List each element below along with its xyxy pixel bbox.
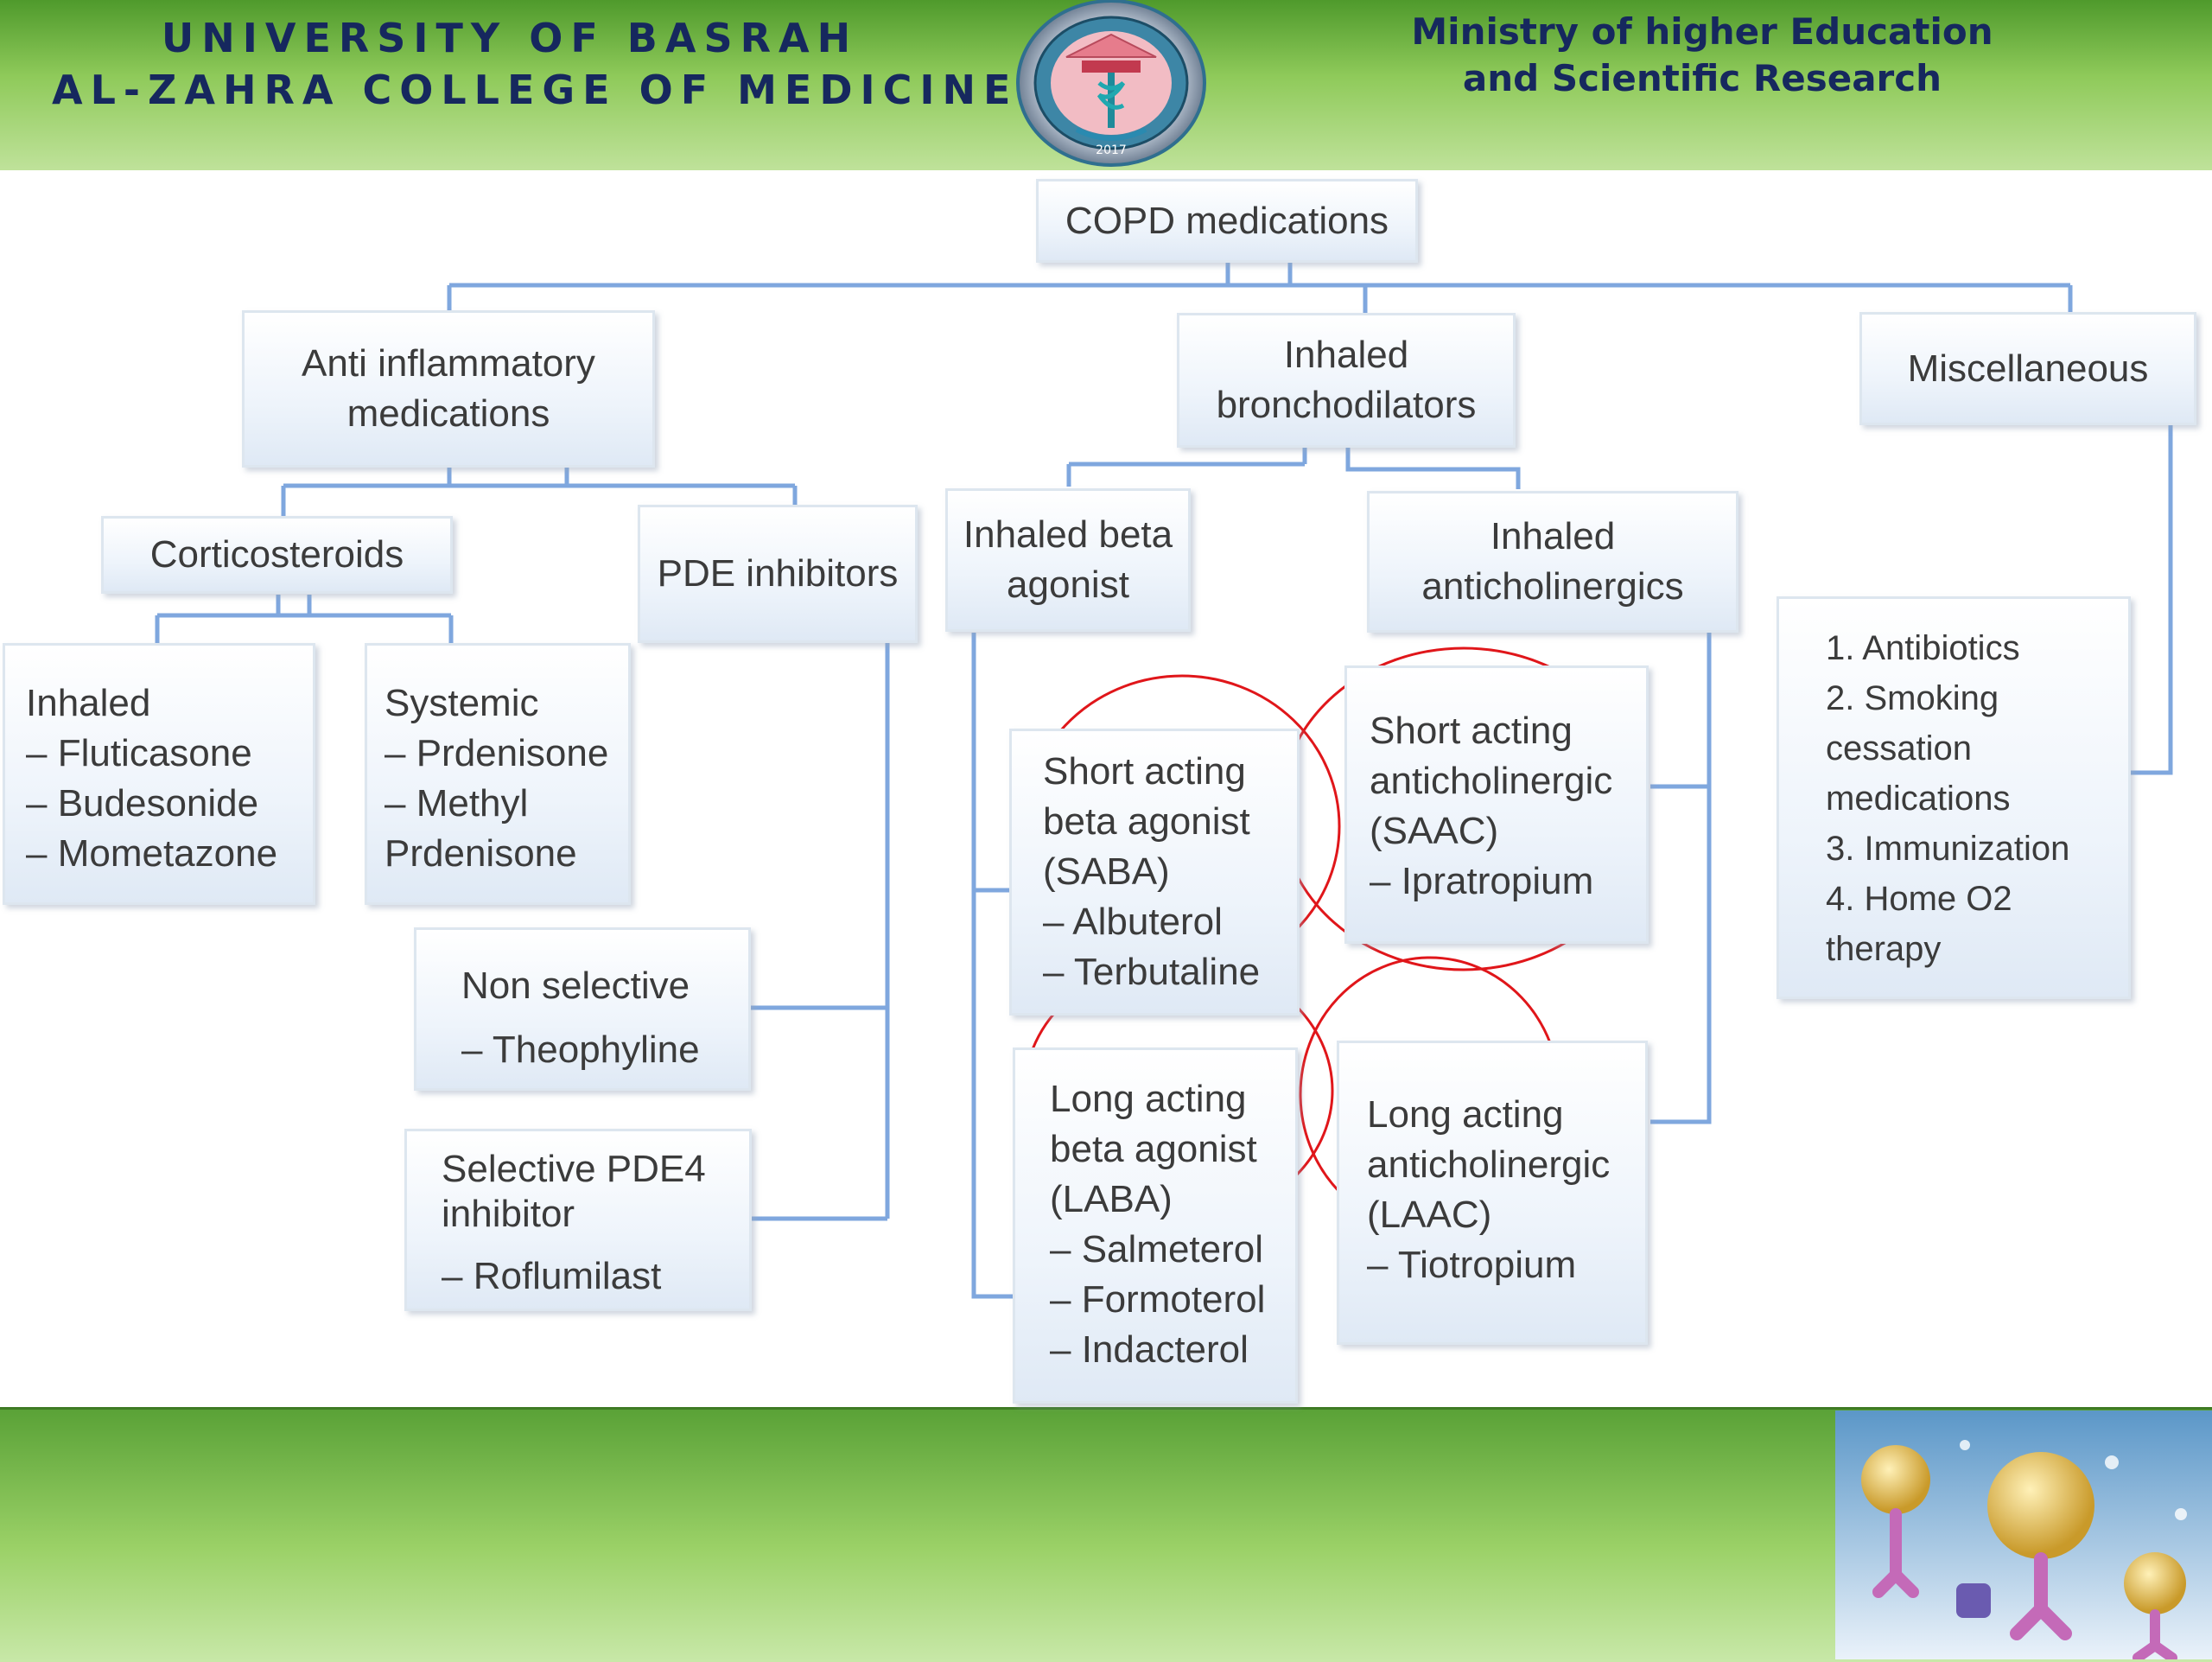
node-pde-inhibitors: PDE inhibitors	[638, 505, 918, 643]
misc-line-7: therapy	[1826, 930, 1942, 968]
laac-line-2: anticholinergic	[1367, 1143, 1611, 1186]
logo-year: 2017	[1096, 143, 1127, 157]
laba-line-4: – Salmeterol	[1050, 1228, 1264, 1270]
node-beta-agonist-line-2: agonist	[1007, 564, 1129, 606]
university-name: UNIVERSITY OF BASRAH AL-ZAHRA COLLEGE OF…	[52, 12, 1019, 116]
node-laac: Long acting anticholinergic (LAAC) – Tio…	[1337, 1041, 1648, 1345]
inhaled-steroids-line-2: – Fluticasone	[26, 732, 252, 774]
ministry-line-2: and Scientific Research	[1462, 57, 1942, 99]
node-anti-inflammatory-line-1: Anti inflammatory	[302, 342, 595, 385]
college-seal-logo: 2017	[1016, 0, 1206, 167]
laba-line-2: beta agonist	[1050, 1128, 1257, 1170]
systemic-steroids-line-3: – Methyl	[385, 782, 529, 825]
systemic-steroids-line-2: – Prdenisone	[385, 732, 609, 774]
node-inhaled-bronchodilators: Inhaled bronchodilators	[1177, 313, 1516, 448]
node-inhaled-steroids: Inhaled – Fluticasone – Budesonide – Mom…	[3, 643, 315, 905]
laac-line-1: Long acting	[1367, 1093, 1564, 1136]
node-systemic-steroids: Systemic – Prdenisone – Methyl Prdenison…	[365, 643, 631, 905]
university-line-2: AL-ZAHRA COLLEGE OF MEDICINE	[52, 67, 1019, 113]
liposome-illustration	[1835, 1410, 2212, 1659]
misc-line-5: 3. Immunization	[1826, 830, 2070, 868]
node-saba: Short acting beta agonist (SABA) – Albut…	[1009, 729, 1300, 1016]
non-selective-line-1: Non selective	[461, 965, 690, 1007]
node-anticholinergics-line-2: anticholinergics	[1421, 565, 1684, 608]
saba-line-2: beta agonist	[1043, 800, 1250, 843]
saba-line-4: – Albuterol	[1043, 901, 1223, 943]
node-misc-list: 1. Antibiotics 2. Smoking cessation medi…	[1777, 596, 2131, 999]
saba-line-3: (SABA)	[1043, 850, 1170, 893]
saba-line-1: Short acting	[1043, 750, 1246, 793]
saac-line-4: – Ipratropium	[1370, 860, 1594, 902]
node-inhaled-beta-agonist: Inhaled beta agonist	[945, 488, 1191, 632]
node-bronchodilators-line-2: bronchodilators	[1216, 384, 1477, 426]
saac-line-3: (SAAC)	[1370, 810, 1499, 852]
laac-line-4: – Tiotropium	[1367, 1244, 1577, 1286]
non-selective-line-2: – Theophyline	[461, 1028, 700, 1071]
node-anticholinergics-line-1: Inhaled	[1490, 515, 1616, 557]
node-laba: Long acting beta agonist (LABA) – Salmet…	[1013, 1048, 1298, 1404]
selective-pde4-line-2: inhibitor	[442, 1193, 575, 1235]
misc-line-3: cessation	[1826, 729, 1972, 767]
node-selective-pde4: Selective PDE4 inhibitor – Roflumilast	[404, 1129, 752, 1311]
selective-pde4-line-3: – Roflumilast	[442, 1255, 662, 1297]
node-anti-inflammatory: Anti inflammatory medications	[242, 310, 655, 468]
node-saac: Short acting anticholinergic (SAAC) – Ip…	[1344, 665, 1649, 944]
node-anti-inflammatory-line-2: medications	[346, 392, 550, 435]
systemic-steroids-line-1: Systemic	[385, 682, 539, 724]
systemic-steroids-line-4: Prdenisone	[385, 832, 577, 875]
misc-line-2: 2. Smoking	[1826, 679, 1999, 717]
node-non-selective: Non selective – Theophyline	[414, 927, 751, 1091]
ministry-line-1: Ministry of higher Education	[1411, 10, 1993, 53]
misc-line-4: medications	[1826, 780, 2011, 818]
saac-line-2: anticholinergic	[1370, 760, 1613, 802]
inhaled-steroids-line-3: – Budesonide	[26, 782, 259, 825]
node-beta-agonist-line-1: Inhaled beta	[963, 513, 1173, 556]
laba-line-1: Long acting	[1050, 1078, 1247, 1120]
laba-line-5: – Formoterol	[1050, 1278, 1266, 1321]
selective-pde4-line-1: Selective PDE4	[442, 1148, 706, 1190]
node-bronchodilators-line-1: Inhaled	[1283, 334, 1409, 376]
misc-line-6: 4. Home O2	[1826, 880, 2012, 918]
node-miscellaneous: Miscellaneous	[1859, 312, 2196, 425]
node-corticosteroids: Corticosteroids	[101, 516, 453, 594]
laac-line-3: (LAAC)	[1367, 1194, 1492, 1236]
saac-line-1: Short acting	[1370, 710, 1573, 752]
university-line-1: UNIVERSITY OF BASRAH	[161, 15, 859, 61]
inhaled-steroids-line-4: – Mometazone	[26, 832, 278, 875]
misc-line-1: 1. Antibiotics	[1826, 629, 2020, 667]
inhaled-steroids-line-1: Inhaled	[26, 682, 151, 724]
node-copd-medications: COPD medications	[1036, 179, 1418, 263]
saba-line-5: – Terbutaline	[1043, 951, 1261, 993]
ministry-name: Ministry of higher Education and Scienti…	[1400, 9, 2005, 102]
laba-line-6: – Indacterol	[1050, 1328, 1249, 1371]
node-inhaled-anticholinergics: Inhaled anticholinergics	[1367, 491, 1738, 633]
laba-line-3: (LABA)	[1050, 1178, 1173, 1220]
